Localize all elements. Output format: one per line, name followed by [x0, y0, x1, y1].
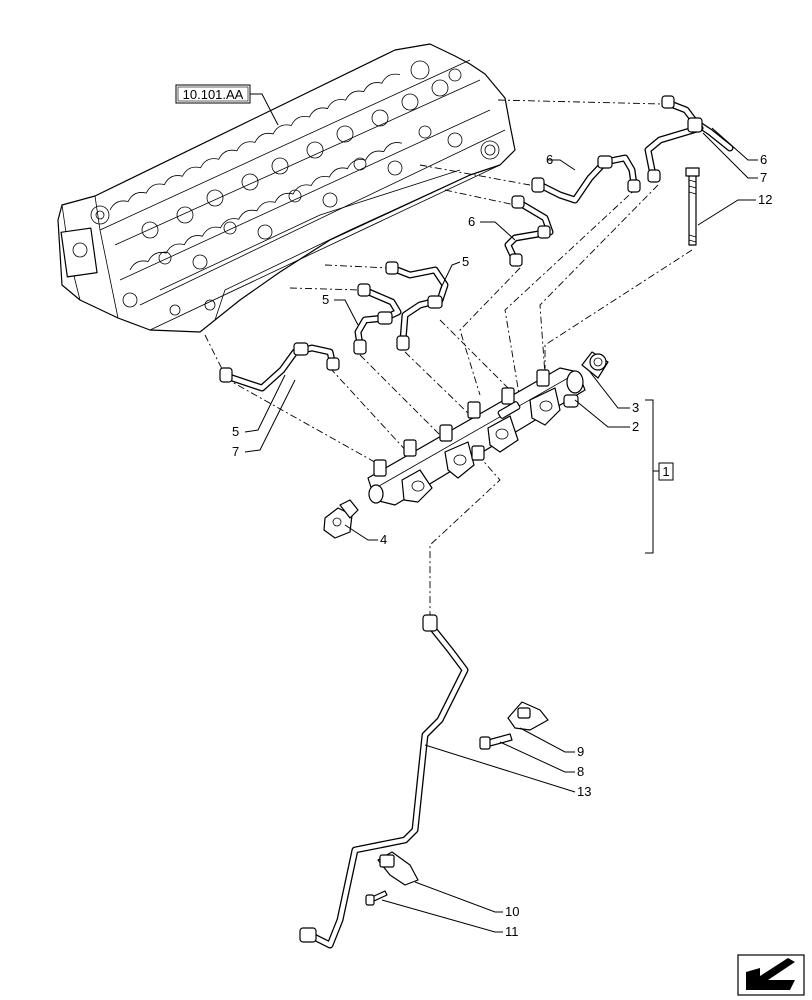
callout-5: 5: [322, 292, 329, 307]
group-label: 1: [662, 464, 669, 479]
callout-5: 5: [232, 424, 239, 439]
clamp-upper[interactable]: [507, 701, 549, 731]
callout-7: 7: [232, 444, 239, 459]
callout-8: 8: [577, 764, 584, 779]
pipe-6-upper[interactable]: [531, 154, 641, 204]
supply-pipe[interactable]: [299, 614, 469, 949]
arrow-box-icon[interactable]: [737, 954, 805, 996]
reference-box[interactable]: 10.101.AA: [175, 84, 251, 104]
callout-leaders: [244, 127, 758, 933]
callout-4: 4: [380, 532, 387, 547]
callout-labels: 6 7 12 6 6 5 5 5 7 3 2 4 9 8 13 10 11: [232, 152, 772, 939]
callout-5: 5: [462, 254, 469, 269]
pipe-5-middle[interactable]: [353, 283, 402, 355]
callout-6: 6: [760, 152, 767, 167]
group-bracket: [645, 399, 659, 554]
pipe-5-upper[interactable]: [385, 261, 449, 351]
clamp-lower[interactable]: [377, 851, 419, 886]
fuel-rail[interactable]: [367, 367, 586, 506]
callout-6: 6: [546, 152, 553, 167]
callout-11: 11: [505, 924, 519, 939]
pressure-relief-valve[interactable]: [581, 351, 609, 379]
callout-7: 7: [760, 170, 767, 185]
pressure-sensor[interactable]: [323, 499, 359, 539]
callout-10: 10: [505, 904, 519, 919]
alignment-lines: [204, 99, 693, 615]
callout-12: 12: [758, 192, 772, 207]
bolt-upper[interactable]: [479, 733, 513, 750]
callout-6: 6: [468, 214, 475, 229]
rail-plug[interactable]: [563, 394, 579, 408]
bolt-lower[interactable]: [365, 890, 388, 906]
reference-label: 10.101.AA: [183, 87, 244, 102]
pipe-6-lower[interactable]: [504, 195, 554, 267]
reference-leader: [250, 93, 279, 126]
callout-9: 9: [577, 744, 584, 759]
stud-bolt[interactable]: [685, 167, 700, 246]
callout-3: 3: [632, 400, 639, 415]
pipe-top-right[interactable]: [644, 95, 734, 183]
group-label-box[interactable]: 1: [658, 462, 674, 481]
callout-2: 2: [632, 419, 639, 434]
cylinder-head: [57, 43, 516, 333]
callout-13: 13: [577, 784, 591, 799]
pipe-5-lower[interactable]: [219, 342, 340, 392]
